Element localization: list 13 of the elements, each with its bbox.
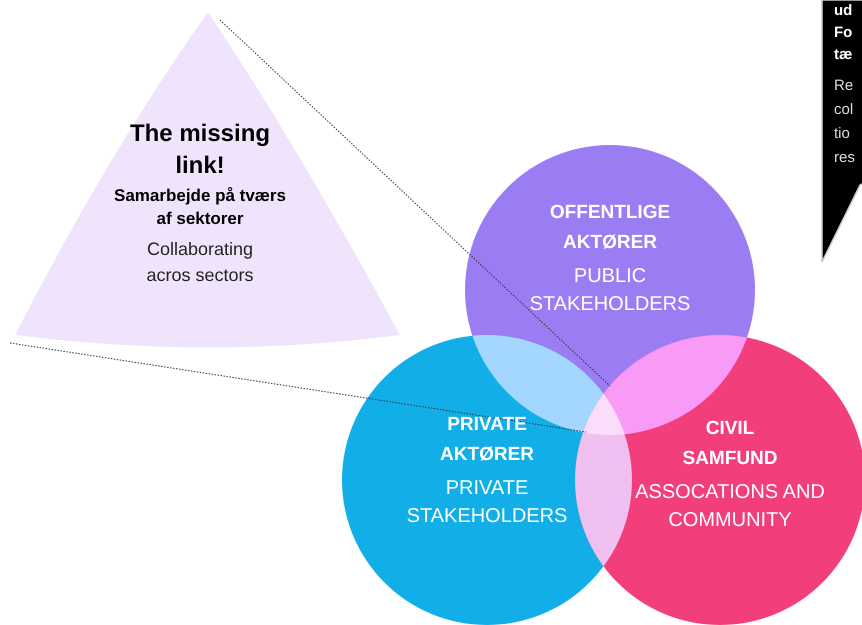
circle-heading: PRIVATE AKTØRER — [439, 413, 535, 467]
circle-subtitle: PRIVATE STAKEHOLDERS — [406, 476, 568, 529]
panel-heading: ud Fo tæ — [834, 1, 854, 65]
callout-subtitle: Samarbejde på tværs af sektorer — [113, 185, 287, 230]
callout-title: The missing link! — [128, 119, 272, 181]
leader-line — [220, 20, 610, 386]
callout-text: Collaborating acros sectors — [145, 238, 255, 287]
circle-subtitle: PUBLIC STAKEHOLDERS — [528, 264, 692, 317]
circle-subtitle: ASSOCATIONS AND COMMUNITY — [634, 480, 826, 533]
panel-text: Re col tio res — [834, 76, 856, 168]
circle-heading: OFFENTLIGE AKTØRER — [548, 201, 672, 255]
circle-heading: CIVIL SAMFUND — [682, 417, 778, 471]
leader-line — [10, 342, 586, 432]
